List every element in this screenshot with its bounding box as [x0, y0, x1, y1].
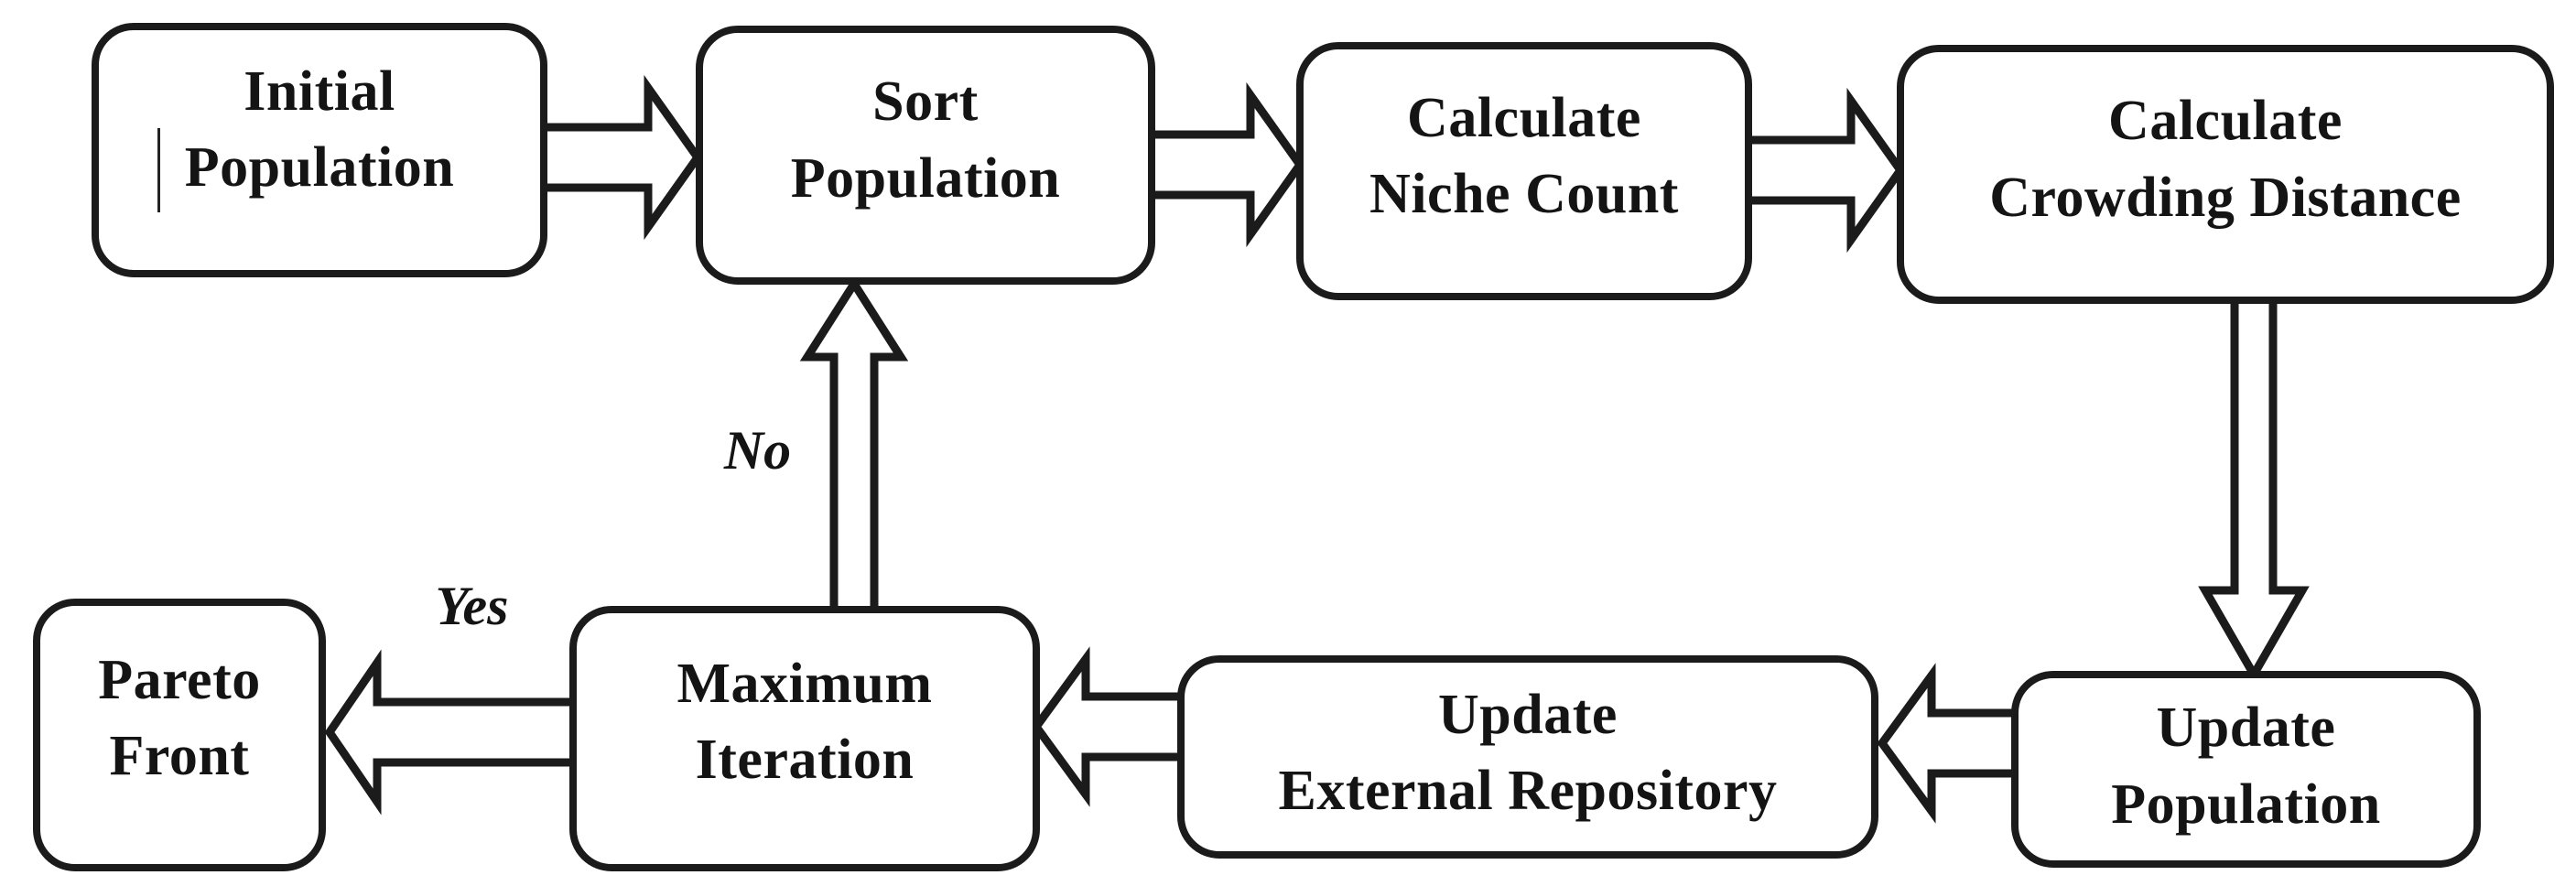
arrow-update-population-to-external-repository [1877, 663, 2023, 824]
edge-label-no: No [723, 420, 792, 481]
node-maximum-iteration: Maximum Iteration [569, 606, 1040, 871]
node-label: Update External Repository [1278, 683, 1778, 822]
node-label: Update Population [2111, 697, 2381, 836]
edge-label-yes: Yes [435, 576, 509, 636]
arrow-maximum-iteration-to-sort-population [799, 276, 909, 620]
arrow-external-repository-to-maximum-iteration [1031, 646, 1189, 807]
arrow-maximum-iteration-to-pareto-front [324, 649, 583, 816]
node-calculate-crowding-distance: Calculate Crowding Distance [1897, 45, 2554, 304]
node-label: Maximum Iteration [676, 652, 933, 791]
node-label: Initial Population [184, 59, 455, 199]
node-update-external-repository: Update External Repository [1177, 655, 1878, 859]
text-cursor-artifact [157, 128, 160, 212]
node-label: Sort Population [790, 70, 1061, 210]
node-label: Pareto Front [98, 648, 261, 787]
node-update-population: Update Population [2011, 671, 2481, 868]
node-sort-population: Sort Population [696, 26, 1155, 285]
arrow-niche-count-to-crowding-distance [1740, 87, 1906, 254]
arrow-sort-population-to-niche-count [1143, 81, 1305, 248]
node-pareto-front: Pareto Front [33, 599, 326, 871]
arrow-crowding-distance-to-update-population [2198, 292, 2310, 684]
node-initial-population: Initial Population [92, 23, 547, 277]
arrow-initial-to-sort-population [536, 74, 703, 241]
node-label: Calculate Crowding Distance [1989, 90, 2462, 229]
node-label: Calculate Niche Count [1369, 86, 1679, 225]
node-calculate-niche-count: Calculate Niche Count [1296, 42, 1752, 300]
